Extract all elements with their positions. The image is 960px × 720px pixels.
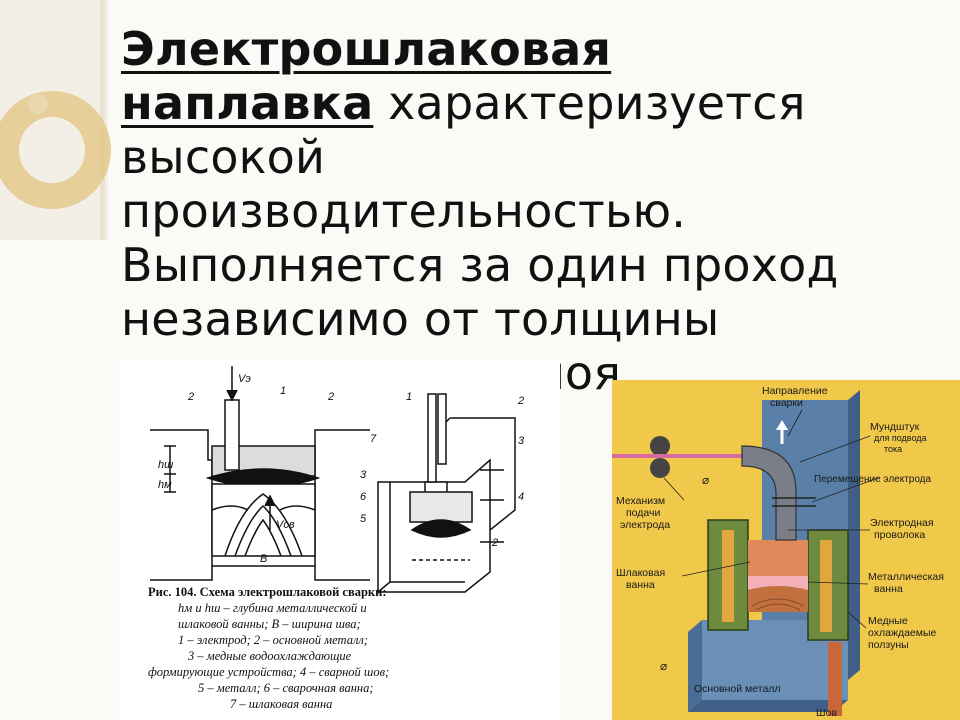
caption-line-5: формирующие устройства; 4 – сварной шов; <box>148 665 389 679</box>
copper-slider-right-face <box>820 540 832 632</box>
label-4-seam: 4 <box>518 491 524 503</box>
label-direction-1: Направление <box>762 385 828 397</box>
figure-caption: Рис. 104. Схема электрошлаковой сварки: … <box>148 585 389 711</box>
cross-section-drawing <box>150 366 370 581</box>
electroslag-schematic-figure: Vэ Vсв hш hм B 1 2 2 1 2 7 3 3 6 5 4 2 <box>120 360 560 720</box>
label-v-electrode: Vэ <box>238 373 251 385</box>
label-metal-bath-2: ванна <box>874 583 903 595</box>
label-wire-2: проволока <box>874 529 925 541</box>
label-mechanism-1: Механизм <box>616 495 665 507</box>
feed-roller-top <box>650 436 670 456</box>
label-h-slag: hш <box>158 459 173 471</box>
label-1-electrode: 1 <box>280 385 286 397</box>
label-nozzle-3: тока <box>884 444 902 454</box>
body-line-5: независимо от толщины <box>121 292 720 346</box>
label-sliders-1: Медные <box>868 615 908 627</box>
label-mechanism-3: электрода <box>620 519 670 531</box>
label-mechanism-2: подачи <box>626 507 661 519</box>
seam-strip <box>828 642 842 716</box>
label-1-electrode-iso: 1 <box>406 391 412 403</box>
label-7-slag-bath: 7 <box>370 433 377 445</box>
label-metal-bath-1: Металлическая <box>868 571 944 583</box>
label-wire-1: Электродная <box>870 517 934 529</box>
body-line-2: высокой <box>121 130 326 184</box>
body-line-1: характеризуется <box>373 76 806 130</box>
feed-roller-bottom <box>650 458 670 478</box>
label-v-weld: Vсв <box>276 519 295 531</box>
svg-text:⌀: ⌀ <box>702 473 709 487</box>
caption-line-1: hм и hш – глубина металлической и <box>178 601 367 615</box>
leader-lines <box>663 409 879 629</box>
label-sliders-3: ползуны <box>868 639 909 651</box>
body-line-4: Выполняется за один проход <box>121 238 839 292</box>
label-direction-2: сварки <box>770 397 803 409</box>
label-feed-motion: Перемещение электрода <box>814 474 932 485</box>
decorative-ring <box>0 0 111 240</box>
label-nozzle-2: для подвода <box>874 433 927 443</box>
isometric-drawing <box>377 393 516 593</box>
label-3-copper-right: 3 <box>518 435 525 447</box>
svg-text:⌀: ⌀ <box>660 659 667 673</box>
label-2-base-bottom: 2 <box>491 537 498 549</box>
label-h-metal: hм <box>158 479 172 491</box>
caption-line-2: шлаковой ванны; B – ширина шва; <box>178 617 361 631</box>
cross-section-labels: Vэ Vсв hш hм B 1 2 2 <box>158 373 334 565</box>
label-slag-bath-2: ванна <box>626 579 655 591</box>
term-heading-2: наплавка <box>121 76 374 130</box>
electroslag-color-illustration: ⌀ ⌀ Направление сварки Мундштук для подв… <box>612 380 960 720</box>
caption-line-7: 7 – шлаковая ванна <box>230 697 332 711</box>
label-seam: Шов <box>816 707 837 719</box>
label-2-base-right: 2 <box>327 391 334 403</box>
body-line-3: производительностью. <box>121 184 687 238</box>
label-sliders-2: охлаждаемые <box>868 627 937 639</box>
label-nozzle-1: Мундштук <box>870 421 920 433</box>
illustration-labels: Направление сварки Мундштук для подвода … <box>616 385 944 719</box>
copper-slider-left-face <box>722 530 734 622</box>
label-2-base-iso: 2 <box>517 395 524 407</box>
label-3-copper-left: 3 <box>360 469 367 481</box>
label-5-metal: 5 <box>360 513 367 525</box>
slag-bath-area <box>748 540 808 580</box>
label-slag-bath-1: Шлаковая <box>616 567 665 579</box>
caption-title: Рис. 104. Схема электрошлаковой сварки: <box>148 585 387 599</box>
isometric-labels: 1 2 7 3 3 6 5 4 2 <box>360 391 525 549</box>
metal-bath-area <box>748 576 808 590</box>
label-6-weld-pool: 6 <box>360 491 367 503</box>
caption-line-4: 3 – медные водоохлаждающие <box>187 649 352 663</box>
caption-line-6: 5 – металл; 6 – сварочная ванна; <box>198 681 374 695</box>
direction-arrow-icon <box>776 420 788 430</box>
slide-text: Электрошлаковая наплавка характеризуется… <box>121 22 941 400</box>
label-base-metal: Основной металл <box>694 683 781 695</box>
label-width-b: B <box>260 553 267 565</box>
term-heading-1: Электрошлаковая <box>121 22 612 76</box>
nozzle-tube <box>741 445 797 541</box>
caption-line-3: 1 – электрод; 2 – основной металл; <box>178 633 368 647</box>
label-2-base-left: 2 <box>187 391 194 403</box>
